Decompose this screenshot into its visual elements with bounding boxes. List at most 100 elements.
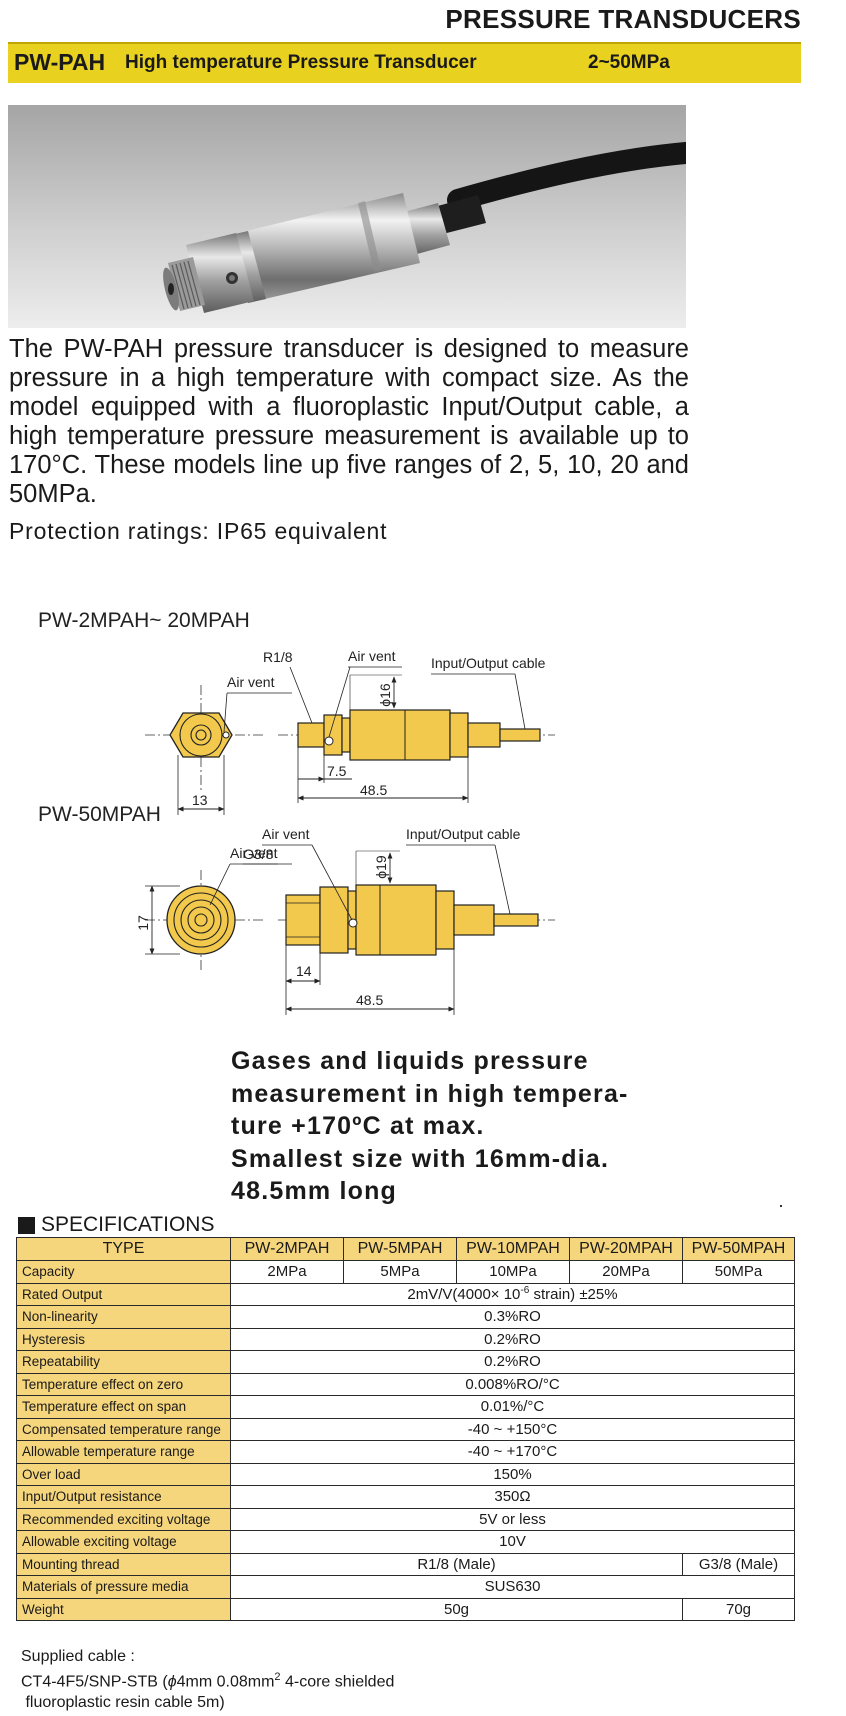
model-header: PW-2MPAH (230, 1237, 344, 1261)
feature-line: Gases and liquids pressure (231, 1047, 589, 1075)
cable-line-1: CT4-4F5/SNP-STB (ϕ4mm 0.08mm2 4-core shi… (21, 1667, 394, 1692)
model-a-diameter-label: ϕ16 (377, 683, 393, 707)
dimension-drawing: PW-2MPAH~ 20MPAH 13 Air vent R1/8 Air ve… (38, 609, 555, 1015)
table-cell: -40 ~ +170°C (230, 1440, 795, 1464)
cable-line-2: fluoroplastic resin cable 5m) (21, 1694, 225, 1712)
model-name: PW-PAH (14, 49, 106, 75)
cable-model: CT4-4F5/SNP-STB ( (21, 1673, 168, 1691)
table-row: Capacity 2MPa 5MPa 10MPa 20MPa 50MPa (16, 1260, 795, 1284)
table-cell: -40 ~ +150°C (230, 1417, 795, 1441)
model-title-bar: PW-PAH High temperature Pressure Transdu… (8, 42, 801, 83)
cable-spec: 4mm 0.08mm (176, 1673, 275, 1691)
table-row: Mounting thread R1/8 (Male) G3/8 (Male) (16, 1552, 795, 1576)
model-a-air-vent-top-label: Air vent (348, 648, 396, 664)
supplied-cable-note: Supplied cable : CT4-4F5/SNP-STB (ϕ4mm 0… (21, 1646, 394, 1713)
model-header: PW-5MPAH (343, 1237, 457, 1261)
table-cell: 50g (230, 1597, 683, 1621)
rated-output-exponent: -6 (520, 1285, 530, 1297)
model-b-thread-label: G3/8 (243, 846, 274, 862)
page-category-title: PRESSURE TRANSDUCERS (445, 4, 801, 34)
diameter-symbol: ϕ (167, 1673, 177, 1691)
rated-output-pre: 2mV/V(4000× 10 (407, 1286, 521, 1304)
model-b-side-view (278, 884, 555, 956)
table-cell: 0.01%/°C (230, 1395, 795, 1419)
specifications-table: TYPE PW-2MPAH PW-5MPAH PW-10MPAH PW-20MP… (16, 1237, 795, 1621)
row-label: Weight (16, 1597, 231, 1621)
table-cell: 2mV/V(4000× 10-6 strain) ±25% (230, 1282, 795, 1306)
table-row: Allowable exciting voltage 10V (16, 1530, 795, 1554)
table-cell: R1/8 (Male) (230, 1552, 683, 1576)
feature-line: ture +170ºC at max. (231, 1112, 485, 1140)
specifications-heading-text: SPECIFICATIONS (41, 1213, 215, 1236)
model-a-air-vent-side-label: Air vent (227, 674, 275, 690)
model-a-title: PW-2MPAH~ 20MPAH (38, 609, 250, 632)
table-row: Materials of pressure media SUS630 (16, 1575, 795, 1599)
row-label: Recommended exciting voltage (16, 1507, 231, 1531)
table-cell: G3/8 (Male) (682, 1552, 795, 1576)
table-cell: 50MPa (682, 1260, 795, 1284)
model-b-end-view (145, 870, 265, 973)
model-a-length-dim: 48.5 (360, 782, 387, 798)
table-row: Hysteresis 0.2%RO (16, 1327, 795, 1351)
table-cell: 20MPa (569, 1260, 683, 1284)
specifications-heading: SPECIFICATIONS (18, 1213, 214, 1237)
rated-output-post: strain) ±25% (529, 1286, 618, 1304)
table-header-row: TYPE PW-2MPAH PW-5MPAH PW-10MPAH PW-20MP… (16, 1237, 795, 1261)
table-row: Input/Output resistance 350Ω (16, 1485, 795, 1509)
model-a-hex-dim: 13 (192, 792, 208, 808)
model-b-diameter-label: ϕ19 (373, 855, 389, 879)
model-b-length-dim: 48.5 (356, 992, 383, 1008)
feature-line: 48.5mm long (231, 1177, 398, 1205)
cable-spec-rest: 4-core shielded (280, 1673, 395, 1691)
model-header: PW-20MPAH (569, 1237, 683, 1261)
cable-title: Supplied cable : (21, 1648, 135, 1665)
product-photo (8, 105, 686, 328)
table-row: Rated Output 2mV/V(4000× 10-6 strain) ±2… (16, 1282, 795, 1306)
row-label: Allowable exciting voltage (16, 1530, 231, 1554)
table-cell: 150% (230, 1462, 795, 1486)
table-cell: 0.3%RO (230, 1305, 795, 1329)
table-cell: 5V or less (230, 1507, 795, 1531)
model-a-cable-label: Input/Output cable (431, 655, 546, 671)
bullet-square-icon (18, 1216, 35, 1234)
table-cell: 2MPa (230, 1260, 344, 1284)
table-row: Compensated temperature range -40 ~ +150… (16, 1417, 795, 1441)
table-row: Temperature effect on zero 0.008%RO/°C (16, 1372, 795, 1396)
row-label: Hysteresis (16, 1327, 231, 1351)
row-label: Rated Output (16, 1282, 231, 1306)
row-label: Non-linearity (16, 1305, 231, 1329)
model-b-air-vent-top-label: Air vent (262, 826, 310, 842)
table-cell: 0.008%RO/°C (230, 1372, 795, 1396)
table-cell: 70g (682, 1597, 795, 1621)
model-description: High temperature Pressure Transducer (125, 52, 477, 73)
model-b-thread-dim: 14 (296, 963, 312, 979)
table-cell: 10V (230, 1530, 795, 1554)
type-header: TYPE (16, 1237, 231, 1261)
model-a-thread-label: R1/8 (263, 649, 293, 665)
table-cell: 5MPa (343, 1260, 457, 1284)
table-row: Non-linearity 0.3%RO (16, 1305, 795, 1329)
table-row: Weight 50g 70g (16, 1597, 795, 1621)
row-label: Temperature effect on span (16, 1395, 231, 1419)
table-row: Over load 150% (16, 1462, 795, 1486)
table-cell: SUS630 (230, 1575, 795, 1599)
protection-rating: Protection ratings: IP65 equivalent (9, 518, 388, 544)
model-a-side-view (278, 709, 555, 761)
product-description: The PW-PAH pressure transducer is design… (9, 335, 689, 508)
table-row: Repeatability 0.2%RO (16, 1350, 795, 1374)
stray-mark (780, 1205, 782, 1207)
table-cell: 10MPa (456, 1260, 570, 1284)
cable-spec-exponent: 2 (274, 1671, 281, 1683)
table-cell: 0.2%RO (230, 1327, 795, 1351)
row-label: Allowable temperature range (16, 1440, 231, 1464)
row-label: Compensated temperature range (16, 1417, 231, 1441)
model-b-air-vent-side-label: Air vent (230, 845, 278, 861)
row-label: Materials of pressure media (16, 1575, 231, 1599)
row-label: Capacity (16, 1260, 231, 1284)
table-cell: 350Ω (230, 1485, 795, 1509)
table-row: Allowable temperature range -40 ~ +170°C (16, 1440, 795, 1464)
model-header: PW-10MPAH (456, 1237, 570, 1261)
table-row: Recommended exciting voltage 5V or less (16, 1507, 795, 1531)
feature-line: measurement in high tempera- (231, 1079, 629, 1108)
table-cell: 0.2%RO (230, 1350, 795, 1374)
